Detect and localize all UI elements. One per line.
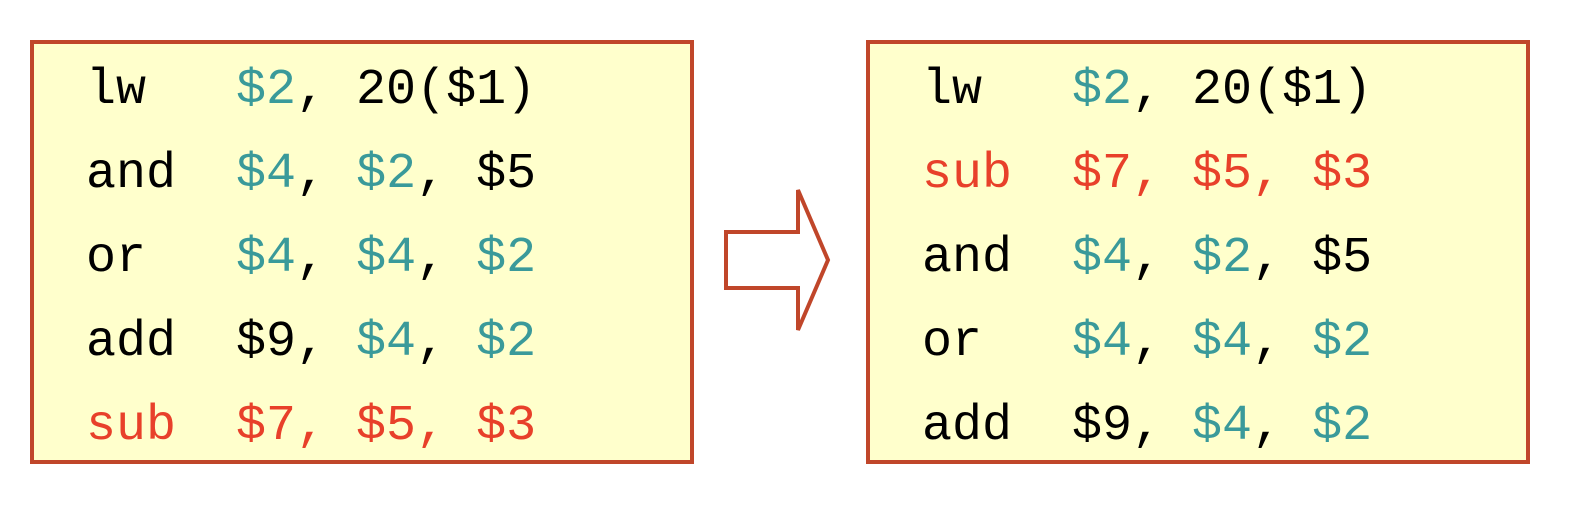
code-text: , [1132, 230, 1193, 287]
code-line: or $4, $4, $2 [86, 224, 536, 294]
dependent-register: $2 [1072, 62, 1133, 119]
right-arrow-icon [724, 189, 831, 331]
dependent-register: $4 [1192, 314, 1253, 371]
code-text: , [1252, 398, 1313, 455]
code-line: lw $2, 20($1) [86, 56, 536, 126]
code-text: , $5 [1252, 230, 1373, 287]
code-text: , $5 [416, 146, 537, 203]
dependent-register: $2 [236, 62, 297, 119]
code-text: , 20($1) [296, 62, 537, 119]
code-line: sub $7, $5, $3 [86, 392, 536, 462]
dependent-register: $2 [1312, 398, 1373, 455]
code-text: , [296, 230, 357, 287]
dependent-register: $4 [356, 230, 417, 287]
moved-instruction-text: sub $7, $5, $3 [922, 146, 1373, 203]
code-text: , [296, 146, 357, 203]
code-text: , [416, 230, 477, 287]
code-line: add $9, $4, $2 [922, 392, 1372, 462]
code-text: , [1252, 314, 1313, 371]
dependent-register: $2 [1312, 314, 1373, 371]
dependent-register: $2 [476, 314, 537, 371]
code-line: add $9, $4, $2 [86, 308, 536, 378]
code-text: lw [86, 62, 237, 119]
code-text: and [86, 146, 237, 203]
dependent-register: $4 [356, 314, 417, 371]
dependent-register: $2 [1192, 230, 1253, 287]
dependent-register: $4 [236, 230, 297, 287]
dependent-register: $4 [1072, 230, 1133, 287]
code-line: and $4, $2, $5 [86, 140, 536, 210]
code-text: , [1132, 314, 1193, 371]
code-text: and [922, 230, 1073, 287]
dependent-register: $2 [356, 146, 417, 203]
dependent-register: $4 [1192, 398, 1253, 455]
code-text: or [922, 314, 1073, 371]
code-text: add $9, [86, 314, 357, 371]
code-line: sub $7, $5, $3 [922, 140, 1372, 210]
code-text: , [416, 314, 477, 371]
code-line: and $4, $2, $5 [922, 224, 1372, 294]
code-text: , 20($1) [1132, 62, 1373, 119]
dependent-register: $2 [476, 230, 537, 287]
dependent-register: $4 [236, 146, 297, 203]
code-line: lw $2, 20($1) [922, 56, 1372, 126]
code-line: or $4, $4, $2 [922, 308, 1372, 378]
moved-instruction-text: sub $7, $5, $3 [86, 398, 537, 455]
code-text: lw [922, 62, 1073, 119]
code-text: add $9, [922, 398, 1193, 455]
dependent-register: $4 [1072, 314, 1133, 371]
code-text: or [86, 230, 237, 287]
